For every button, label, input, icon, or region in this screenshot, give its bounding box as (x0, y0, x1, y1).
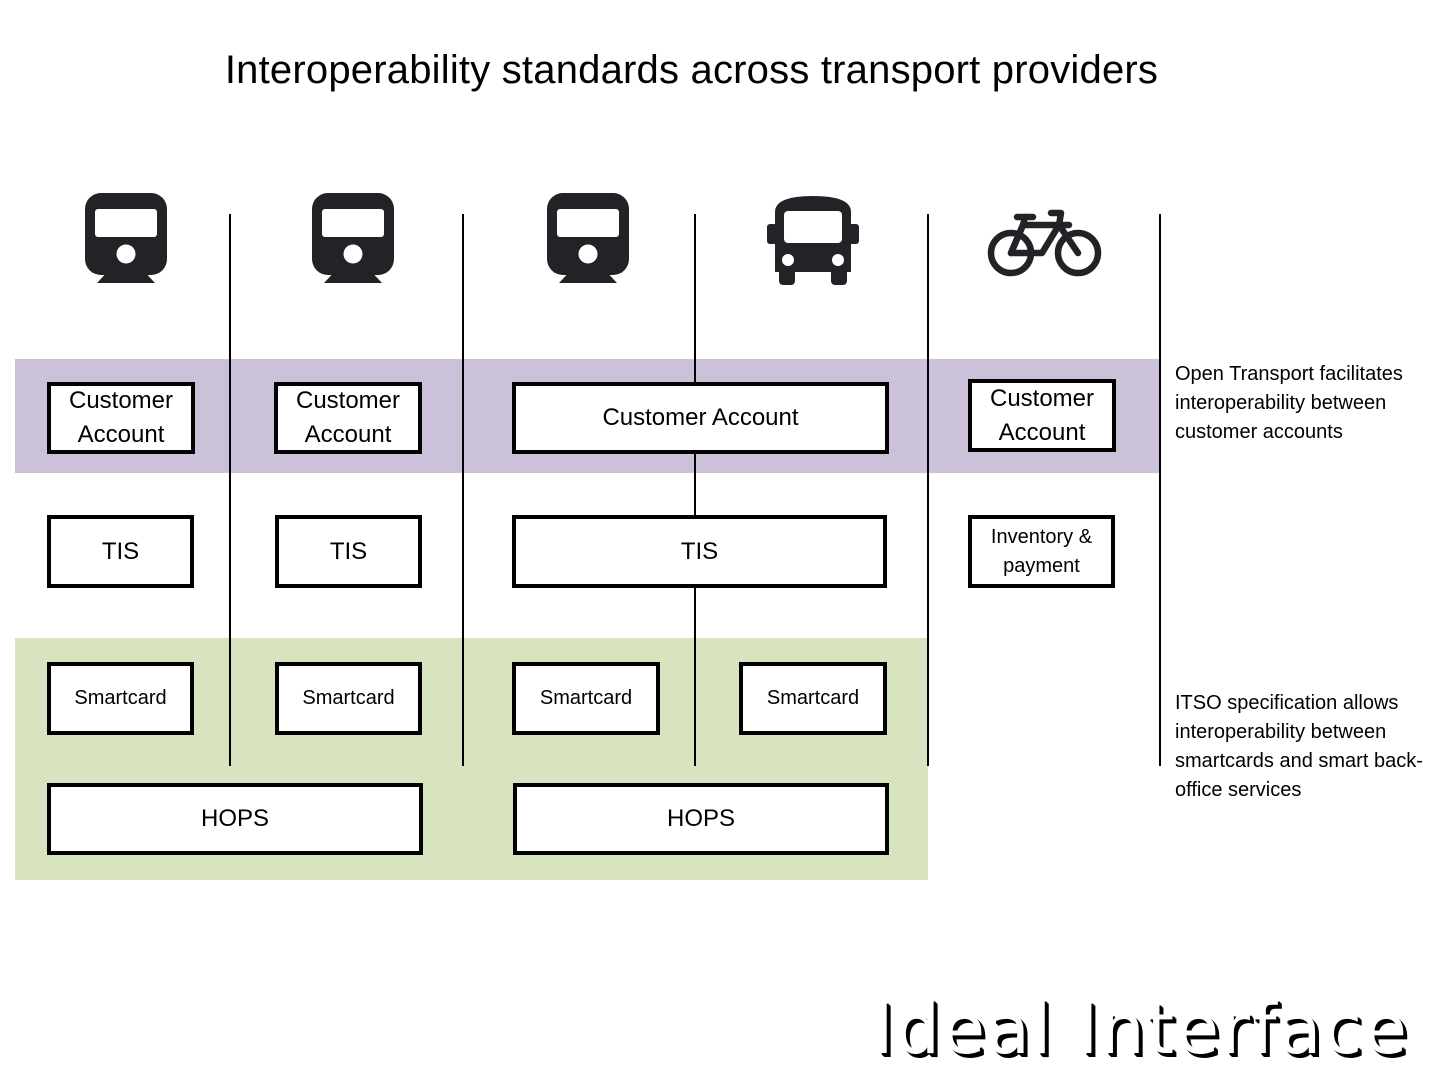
column-divider (694, 214, 696, 766)
customer-account-label: Customer Account (68, 387, 174, 448)
tis-label: TIS (680, 537, 719, 565)
tis-box: TIS (512, 515, 887, 588)
customer-account-label: Customer Account (989, 384, 1095, 446)
watermark-logo: Ideal Interface (872, 988, 1409, 1070)
train-icon (547, 193, 629, 283)
bicycle-icon (987, 209, 1102, 277)
smartcard-label: Smartcard (766, 687, 860, 709)
customer-account-box: Customer Account (47, 382, 195, 454)
itso-note: ITSO specification allows interoperabili… (1175, 692, 1423, 801)
smartcard-box: Smartcard (275, 662, 422, 735)
hops-box: HOPS (513, 783, 889, 855)
inventory-payment-box: Inventory & payment (968, 515, 1115, 588)
tis-box: TIS (47, 515, 194, 588)
customer-account-label: Customer Account (295, 387, 401, 448)
train-icon (312, 193, 394, 283)
column-divider (1159, 214, 1161, 766)
hops-box: HOPS (47, 783, 423, 855)
bus-icon (767, 196, 859, 285)
customer-account-box: Customer Account (274, 382, 422, 454)
column-divider (229, 214, 231, 766)
smartcard-label: Smartcard (539, 687, 633, 709)
tis-label: TIS (329, 537, 368, 565)
train-icon (85, 193, 167, 283)
smartcard-label: Smartcard (74, 687, 167, 709)
smartcard-box: Smartcard (512, 662, 660, 735)
smartcard-box: Smartcard (739, 662, 887, 735)
tis-box: TIS (275, 515, 422, 588)
customer-account-label: Customer Account (602, 404, 799, 431)
customer-account-box: Customer Account (968, 379, 1116, 452)
smartcard-box: Smartcard (47, 662, 194, 735)
open-transport-note: Open Transport facilitates interoperabil… (1175, 363, 1403, 443)
customer-account-box: Customer Account (512, 382, 889, 454)
hops-label: HOPS (666, 805, 735, 832)
smartcard-label: Smartcard (302, 687, 395, 709)
column-divider (462, 214, 464, 766)
hops-label: HOPS (200, 805, 269, 832)
column-divider (927, 214, 929, 766)
tis-label: TIS (101, 537, 140, 565)
inventory-payment-label: Inventory & payment (990, 525, 1093, 577)
diagram-title: Interoperability standards across transp… (224, 48, 1159, 92)
